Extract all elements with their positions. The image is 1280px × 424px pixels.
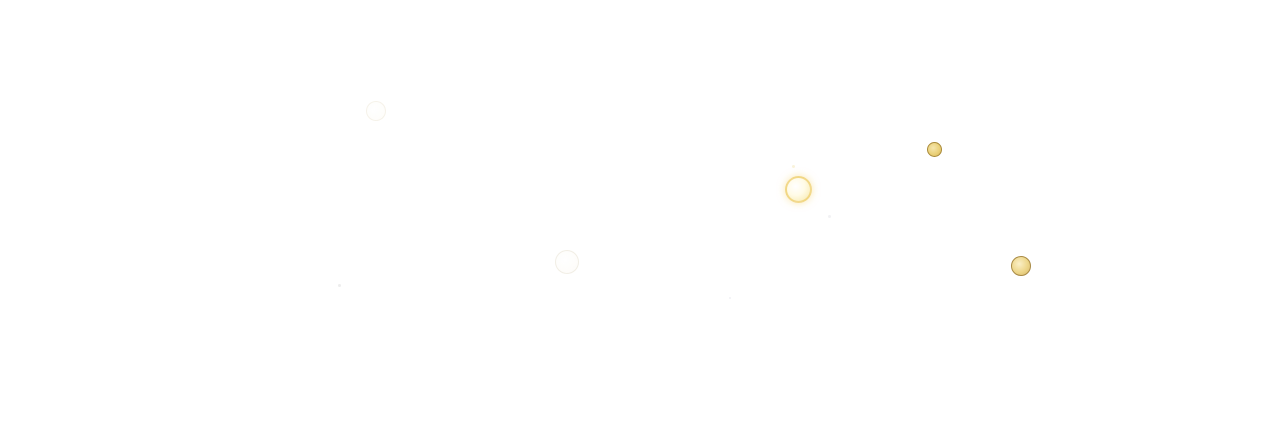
speck bbox=[828, 215, 831, 218]
speck bbox=[729, 297, 731, 299]
golden-bubble bbox=[927, 142, 942, 157]
faint-bubble bbox=[366, 101, 386, 121]
speck bbox=[338, 284, 341, 287]
glowing-bubble bbox=[785, 176, 812, 203]
speck bbox=[792, 165, 795, 168]
faint-bubble bbox=[555, 250, 579, 274]
golden-bubble bbox=[1011, 256, 1031, 276]
